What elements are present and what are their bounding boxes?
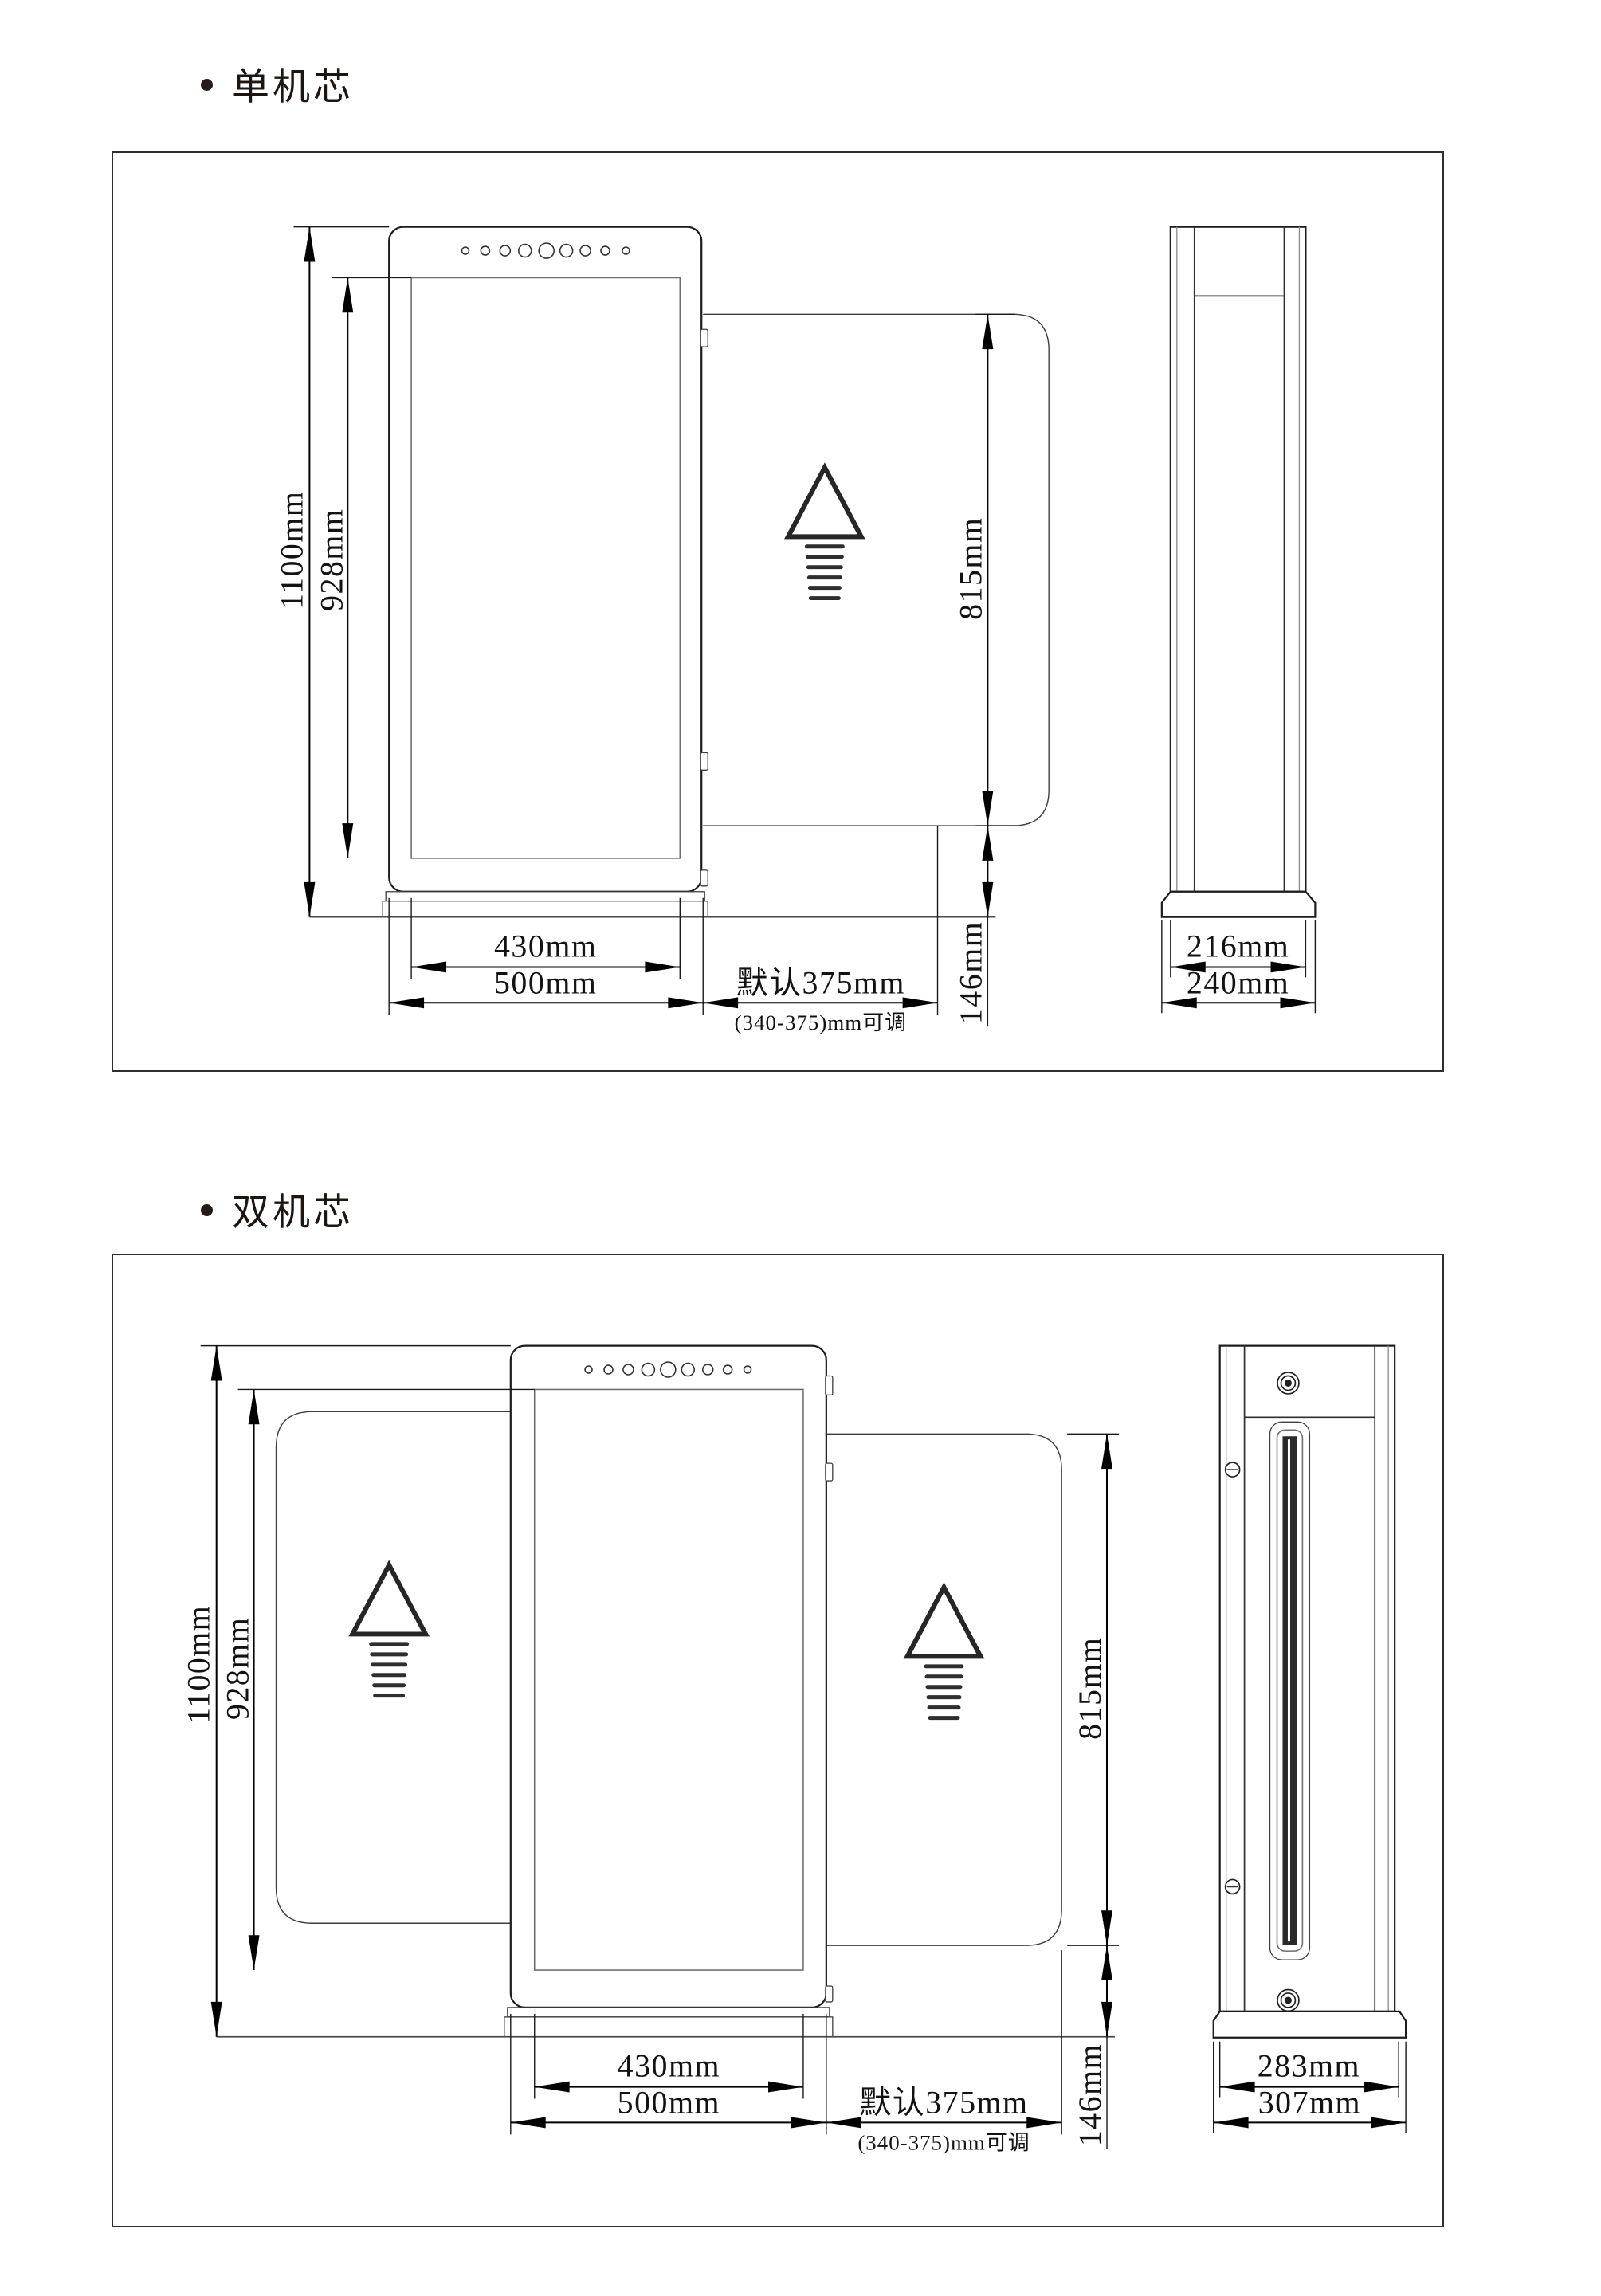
flap-slot-inner (1276, 1429, 1304, 1952)
dim-label-flap-note: (340-375)mm可调 (735, 1011, 907, 1034)
bullet-icon (201, 1204, 213, 1216)
cabinet-front-panel (410, 277, 681, 859)
side-base (1212, 2010, 1407, 2039)
dim-side-body-width: 216mm (1170, 920, 1307, 978)
dim-label-flap-height: 815mm (952, 517, 988, 620)
bullet-icon (201, 79, 213, 91)
dim-label-flap-default: 默认375mm (859, 2084, 1028, 2120)
dim-inner-width: 430mm (410, 897, 681, 979)
dim-flap-height: 815mm (1067, 1433, 1119, 1946)
cabinet-front-panel (533, 1388, 804, 1971)
cabinet-front (388, 226, 703, 893)
dim-flap-length: 默认375mm (340-375)mm可调 (703, 826, 939, 1034)
drawing-double: 1100mm 928mm 815mm 146mm (181, 1344, 1407, 2154)
direction-arrow-icon (903, 1582, 985, 1721)
dim-label-flap-height: 815mm (1072, 1637, 1108, 1740)
dim-label-panel-height: 928mm (220, 1617, 256, 1720)
lock-icon (1277, 1372, 1300, 1395)
direction-arrow-icon (348, 1560, 430, 1698)
dim-label-total-height: 1100mm (181, 1605, 217, 1724)
dim-label-inner-width: 430mm (618, 2048, 720, 2084)
front-view-double (275, 1344, 1062, 2038)
side-base (1160, 890, 1317, 918)
dim-base-height: 146mm (1072, 1945, 1112, 2149)
swing-flap-right (826, 1433, 1062, 1946)
dim-panel-height: 928mm (220, 1388, 535, 1971)
cabinet-base-strip (507, 2007, 830, 2018)
side-view-single (1160, 226, 1317, 918)
dim-total-height: 1100mm (273, 226, 390, 917)
dim-label-total-height: 1100mm (273, 491, 309, 610)
dim-label-base-height: 146mm (1072, 2043, 1108, 2146)
cabinet-base-strip (385, 891, 705, 902)
cabinet-base (382, 901, 708, 918)
dim-cabinet-width: 500mm (510, 2013, 827, 2135)
screw-icon (1224, 1462, 1241, 1478)
cabinet-base (504, 2016, 834, 2038)
direction-arrow-icon (784, 462, 865, 601)
section-title-double: 双机芯 (201, 1181, 354, 1236)
dim-label-side-body-width: 216mm (1187, 928, 1289, 964)
swing-flap-left (275, 1411, 511, 1924)
dim-side-body-width: 283mm (1218, 2041, 1399, 2098)
section-title-single-label: 单机芯 (232, 67, 354, 108)
section-title-single: 单机芯 (201, 56, 354, 111)
dim-inner-width: 430mm (534, 2013, 804, 2099)
dim-total-height: 1100mm (181, 1344, 511, 2037)
dim-label-cabinet-width: 500mm (494, 964, 597, 1000)
front-view-single (382, 226, 1050, 918)
dim-label-side-base-width: 240mm (1187, 964, 1289, 1000)
dimensions-double: 1100mm 928mm 815mm 146mm (181, 1344, 1407, 2154)
indicator-lights (584, 1361, 752, 1378)
drawing-single: 1100mm 928mm 815mm 146mm (273, 226, 1317, 1034)
drawing-frame-single: 1100mm 928mm 815mm 146mm (112, 151, 1444, 1072)
dim-label-panel-height: 928mm (313, 508, 349, 611)
dim-label-side-base-width: 307mm (1258, 2084, 1361, 2120)
dim-label-base-height: 146mm (952, 921, 988, 1024)
dim-label-side-body-width: 283mm (1258, 2048, 1360, 2084)
lock-icon (1277, 1988, 1300, 2012)
dim-flap-height: 815mm (952, 313, 1016, 826)
side-view-double (1212, 1344, 1407, 2039)
drawing-frame-double: 1100mm 928mm 815mm 146mm (112, 1254, 1444, 2227)
section-title-double-label: 双机芯 (232, 1192, 354, 1234)
dimensions-single: 1100mm 928mm 815mm 146mm (273, 226, 1317, 1034)
dim-side-base-width: 307mm (1212, 2041, 1407, 2133)
cabinet-front (509, 1344, 827, 2008)
dim-label-flap-default: 默认375mm (736, 964, 905, 1000)
dim-flap-length: 默认375mm (340-375)mm可调 (826, 1950, 1062, 2154)
swing-flap-right (703, 313, 1050, 826)
dim-panel-height: 928mm (313, 277, 412, 858)
dim-cabinet-width: 500mm (388, 897, 704, 1015)
dim-base-height: 146mm (952, 826, 994, 1027)
indicator-lights (461, 242, 630, 259)
dim-label-cabinet-width: 500mm (618, 2084, 720, 2120)
screw-icon (1224, 1878, 1241, 1895)
dim-label-flap-note: (340-375)mm可调 (857, 2130, 1030, 2154)
dim-side-base-width: 240mm (1161, 920, 1317, 1014)
dim-label-inner-width: 430mm (494, 928, 597, 964)
